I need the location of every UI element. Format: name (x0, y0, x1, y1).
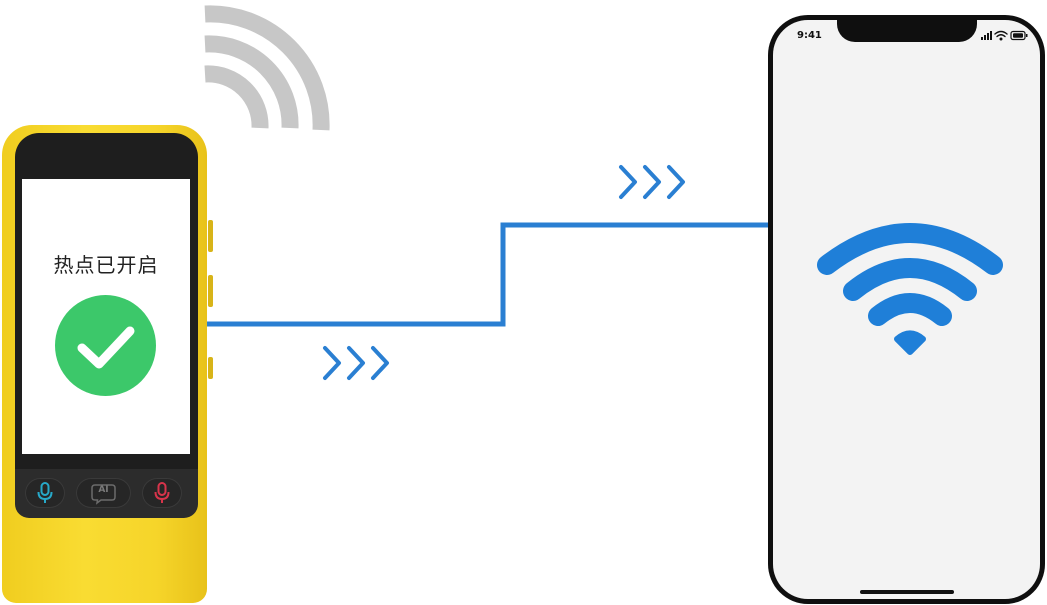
phone-screen: 9:41 (773, 20, 1040, 599)
phone-notch (837, 20, 977, 42)
smartphone: 9:41 (768, 15, 1045, 604)
phone-status-icons (981, 29, 1031, 41)
wifi-icon (815, 218, 1005, 358)
signal-bars-icon (981, 31, 992, 40)
chevron-arrows-upper (621, 167, 683, 197)
phone-status-time: 9:41 (797, 30, 822, 41)
battery-icon (1011, 32, 1028, 40)
wifi-icon (995, 32, 1007, 40)
chevron-arrows-lower (325, 348, 387, 378)
home-indicator-bar[interactable] (860, 590, 954, 594)
